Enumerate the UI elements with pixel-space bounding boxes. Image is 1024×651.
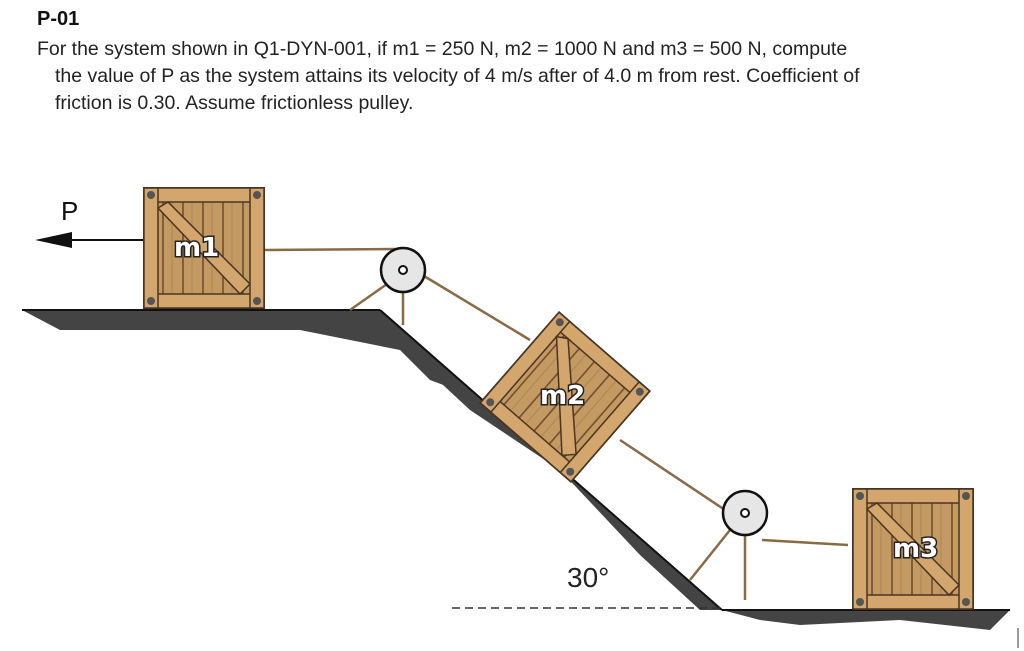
ground-left — [22, 309, 470, 395]
problem-number: P-01 — [37, 8, 80, 30]
ground-right — [722, 609, 1019, 648]
problem-statement: For the system shown in Q1-DYN-001, if m… — [37, 36, 1017, 117]
force-p-label: P — [61, 196, 78, 226]
angle-label: 30° — [567, 562, 609, 593]
statement-line-3: friction is 0.30. Assume frictionless pu… — [55, 92, 414, 114]
statement-line-2: the value of P as the system attains its… — [55, 65, 860, 87]
pulley-2 — [721, 489, 769, 537]
crate-m1: m1 — [143, 187, 265, 309]
statement-line-1: For the system shown in Q1-DYN-001, if m… — [37, 38, 848, 60]
m2-label: m2 — [540, 381, 585, 411]
crate-m3: m3 — [852, 488, 974, 610]
pulley-1 — [379, 246, 427, 294]
m3-label: m3 — [893, 534, 938, 564]
m1-label: m1 — [174, 233, 219, 263]
rope — [264, 247, 849, 600]
force-p-arrow — [35, 232, 143, 248]
